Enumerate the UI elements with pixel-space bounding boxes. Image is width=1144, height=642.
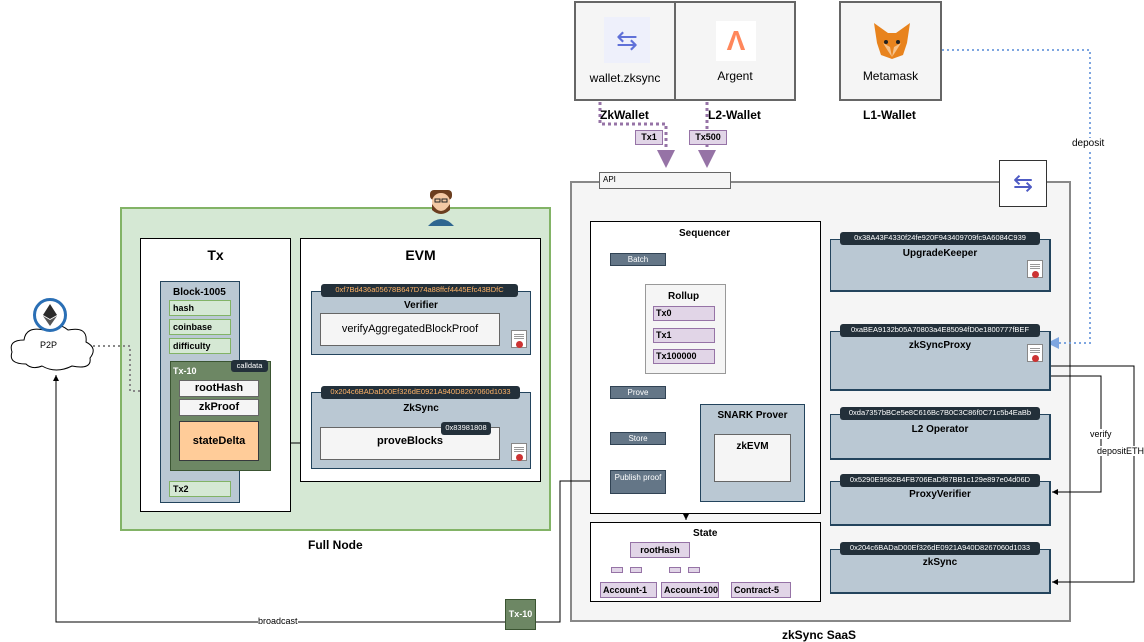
zksync-proxy-certificate-icon [1027,344,1043,362]
zksync-saas-logo: ⇆ [999,160,1047,207]
zksync-certificate-icon [511,443,527,461]
statedelta-field: stateDelta [179,421,259,461]
proxy-verifier-contract[interactable]: ProxyVerifier [830,481,1051,526]
zksync-saas-name: zkSync [922,557,958,568]
rollup-tx100000: Tx100000 [653,349,715,364]
tx-panel-title: Tx [207,247,224,263]
l2-operator-address: 0xda7357bBCe5e8C616Bc7B0C3C86f0C71c5b4Ea… [840,407,1040,420]
proxy-verifier-name: ProxyVerifier [909,489,971,500]
coinbase-field: coinbase [169,319,231,335]
state-account-1: Account-1 [600,582,657,598]
store-step[interactable]: Store [610,432,666,445]
state-account-100: Account-100 [661,582,719,598]
upgrade-keeper-contract[interactable]: UpgradeKeeper [830,239,1051,292]
saas-title: zkSync SaaS [782,628,857,642]
state-mini-2 [630,567,642,573]
tx500-badge: Tx500 [689,130,727,145]
tx2-field: Tx2 [169,481,231,497]
snark-prover-title: SNARK Prover [717,410,788,421]
upgrade-keeper-address: 0x38A43F4330f24fe920F943409709fc9A6084C9… [840,232,1040,245]
l2-wallet-label: L2-Wallet [708,108,761,122]
state-title: State [693,528,718,539]
hash-field: hash [169,300,231,316]
state-mini-3 [669,567,681,573]
sequencer-title: Sequencer [679,228,731,239]
calldata-tag: calldata [231,360,268,372]
tx1-badge: Tx1 [635,130,663,145]
developer-avatar [426,188,456,226]
state-roothash: rootHash [630,542,690,558]
rollup-title: Rollup [668,291,700,302]
zksync-evm-title: ZkSync [403,403,439,414]
argent-box-label: Argent [717,69,753,83]
roothash-field: rootHash [179,380,259,397]
batch-step[interactable]: Batch [610,253,666,266]
metamask-fox-icon [871,21,913,61]
zksync-saas-address: 0x204c6BADaD00Ef326dE0921A940D8267060d10… [840,542,1040,555]
tx10-label: Tx-10 [173,366,197,376]
broadcast-label: broadcast [258,616,298,626]
state-mini-1 [611,567,623,573]
zksync-proxy-contract[interactable]: zkSyncProxy [830,331,1051,391]
verify-label: verify [1090,429,1112,439]
p2p-label: P2P [40,340,58,350]
block-title: Block-1005 [173,287,226,298]
l1-wallet-label: L1-Wallet [863,108,916,122]
upgrade-keeper-name: UpgradeKeeper [902,248,978,259]
verifier-address: 0xf7Bd436a05678B647D74a88ffcf4445Efc43BD… [321,284,518,297]
p2p-cloud[interactable]: P2P [6,318,98,374]
api-bar[interactable]: API [599,172,731,189]
l2-operator-contract[interactable]: L2 Operator [830,414,1051,460]
verifier-title: Verifier [404,300,438,311]
zkevm-box[interactable]: zkEVM [714,434,791,482]
metamask-box[interactable]: Metamask [839,1,942,101]
zkwallet-box[interactable]: ⇆ wallet.zksync [574,1,676,101]
zksync-proxy-name: zkSyncProxy [908,340,972,351]
metamask-box-label: Metamask [862,69,919,83]
deposit-label: deposit [1072,138,1105,149]
argent-box[interactable]: Λ Argent [674,1,796,101]
full-node-title: Full Node [308,538,363,552]
proxy-verifier-address: 0x5290E9582B4FB706EaDf87BB1c129e897e04d0… [840,474,1040,487]
verifier-certificate-icon [511,330,527,348]
upgrade-keeper-certificate-icon [1027,260,1043,278]
l2-operator-name: L2 Operator [911,424,969,435]
zksync-proxy-address: 0xaBEA9132b05A70803a4E85094fD0e1800777fB… [840,324,1040,337]
difficulty-field: difficulty [169,338,231,354]
deposit-eth-label: depositETH [1097,446,1144,456]
zkwallet-label: ZkWallet [600,108,649,122]
evm-panel-title: EVM [405,247,436,263]
zkproof-field: zkProof [179,399,259,416]
verify-function[interactable]: verifyAggregatedBlockProof [320,313,500,346]
state-contract-5: Contract-5 [731,582,791,598]
tx10-bottom-box[interactable]: Tx-10 [505,599,536,630]
rollup-tx1: Tx1 [653,328,715,343]
zksync-evm-address: 0x204c6BADaD00Ef326dE0921A940D8267060d10… [321,386,520,399]
prove-step[interactable]: Prove [610,386,666,399]
zkwallet-box-label: wallet.zksync [589,71,661,85]
zksync-saas-contract[interactable]: zkSync [830,549,1051,594]
api-label: API [603,175,616,184]
argent-logo-icon: Λ [716,21,756,61]
publish-proof-step[interactable]: Publish proof [610,470,666,494]
zksync-logo-icon: ⇆ [604,17,650,63]
ethereum-icon [33,298,67,332]
prove-selector-tag: 0x83981808 [441,422,491,435]
rollup-tx0: Tx0 [653,306,715,321]
state-mini-4 [688,567,700,573]
